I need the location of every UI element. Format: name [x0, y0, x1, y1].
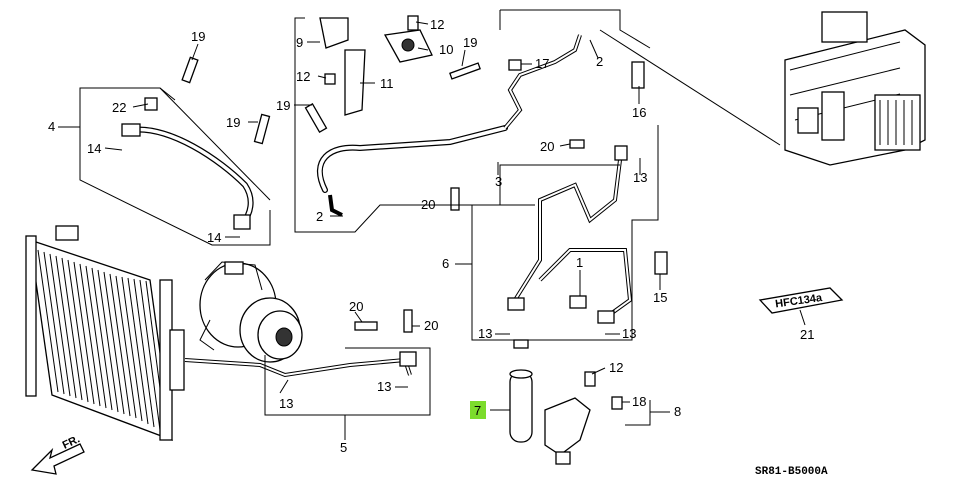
callout-3[interactable]: 3 — [495, 174, 502, 189]
front-direction-arrow: FR. — [30, 433, 85, 475]
callout-20-a[interactable]: 20 — [540, 139, 554, 154]
callout-13-d[interactable]: 13 — [279, 396, 293, 411]
label-plate: HFC134a — [758, 287, 844, 314]
leader-lines — [104, 21, 806, 411]
callout-13-c[interactable]: 13 — [622, 326, 636, 341]
receiver-bracket — [544, 371, 623, 465]
liquid-pipe-b — [184, 357, 412, 378]
callout-7[interactable]: 7 — [474, 403, 481, 418]
suction-hose — [317, 34, 582, 217]
bolts — [144, 56, 460, 333]
callout-15[interactable]: 15 — [653, 290, 667, 305]
compressor — [199, 261, 303, 363]
callout-8[interactable]: 8 — [674, 404, 681, 419]
bracket-clamps — [319, 15, 668, 367]
callout-21[interactable]: 21 — [800, 327, 814, 342]
highlight-part-7 — [470, 401, 486, 419]
callout-18[interactable]: 18 — [632, 394, 646, 409]
callout-6[interactable]: 6 — [442, 256, 449, 271]
callout-12-a[interactable]: 12 — [430, 17, 444, 32]
callout-5[interactable]: 5 — [340, 440, 347, 455]
callout-22[interactable]: 22 — [112, 100, 126, 115]
callout-12-c[interactable]: 12 — [609, 360, 623, 375]
discharge-hose — [121, 123, 254, 230]
callout-14-b[interactable]: 14 — [207, 230, 221, 245]
callout-19-d[interactable]: 19 — [276, 98, 290, 113]
callouts: 19 22 4 14 19 14 9 12 10 19 17 2 12 11 1… — [48, 17, 814, 455]
callout-1[interactable]: 1 — [576, 255, 583, 270]
callout-2-b[interactable]: 2 — [316, 209, 323, 224]
callout-9[interactable]: 9 — [296, 35, 303, 50]
condenser — [25, 225, 185, 441]
callout-19-b[interactable]: 19 — [226, 115, 240, 130]
callout-13-e[interactable]: 13 — [377, 379, 391, 394]
callout-2-a[interactable]: 2 — [596, 54, 603, 69]
callout-20-b[interactable]: 20 — [421, 197, 435, 212]
callout-12-b[interactable]: 12 — [296, 69, 310, 84]
callout-14-a[interactable]: 14 — [87, 141, 101, 156]
evaporator-unit — [784, 11, 926, 166]
diagram-code: SR81-B5000A — [755, 466, 828, 478]
callout-11[interactable]: 11 — [380, 76, 394, 91]
liquid-pipe-a — [513, 159, 633, 320]
callout-13-b[interactable]: 13 — [478, 326, 492, 341]
callout-20-d[interactable]: 20 — [424, 318, 438, 333]
callout-20-c[interactable]: 20 — [349, 299, 363, 314]
callout-13-a[interactable]: 13 — [633, 170, 647, 185]
callout-16[interactable]: 16 — [632, 105, 646, 120]
callout-19-c[interactable]: 19 — [463, 35, 477, 50]
callout-19-a[interactable]: 19 — [191, 29, 205, 44]
group-lines — [58, 9, 781, 440]
callout-17[interactable]: 17 — [535, 56, 549, 71]
callout-4[interactable]: 4 — [48, 119, 55, 134]
callout-10[interactable]: 10 — [439, 42, 453, 57]
receiver-dryer — [509, 339, 533, 443]
